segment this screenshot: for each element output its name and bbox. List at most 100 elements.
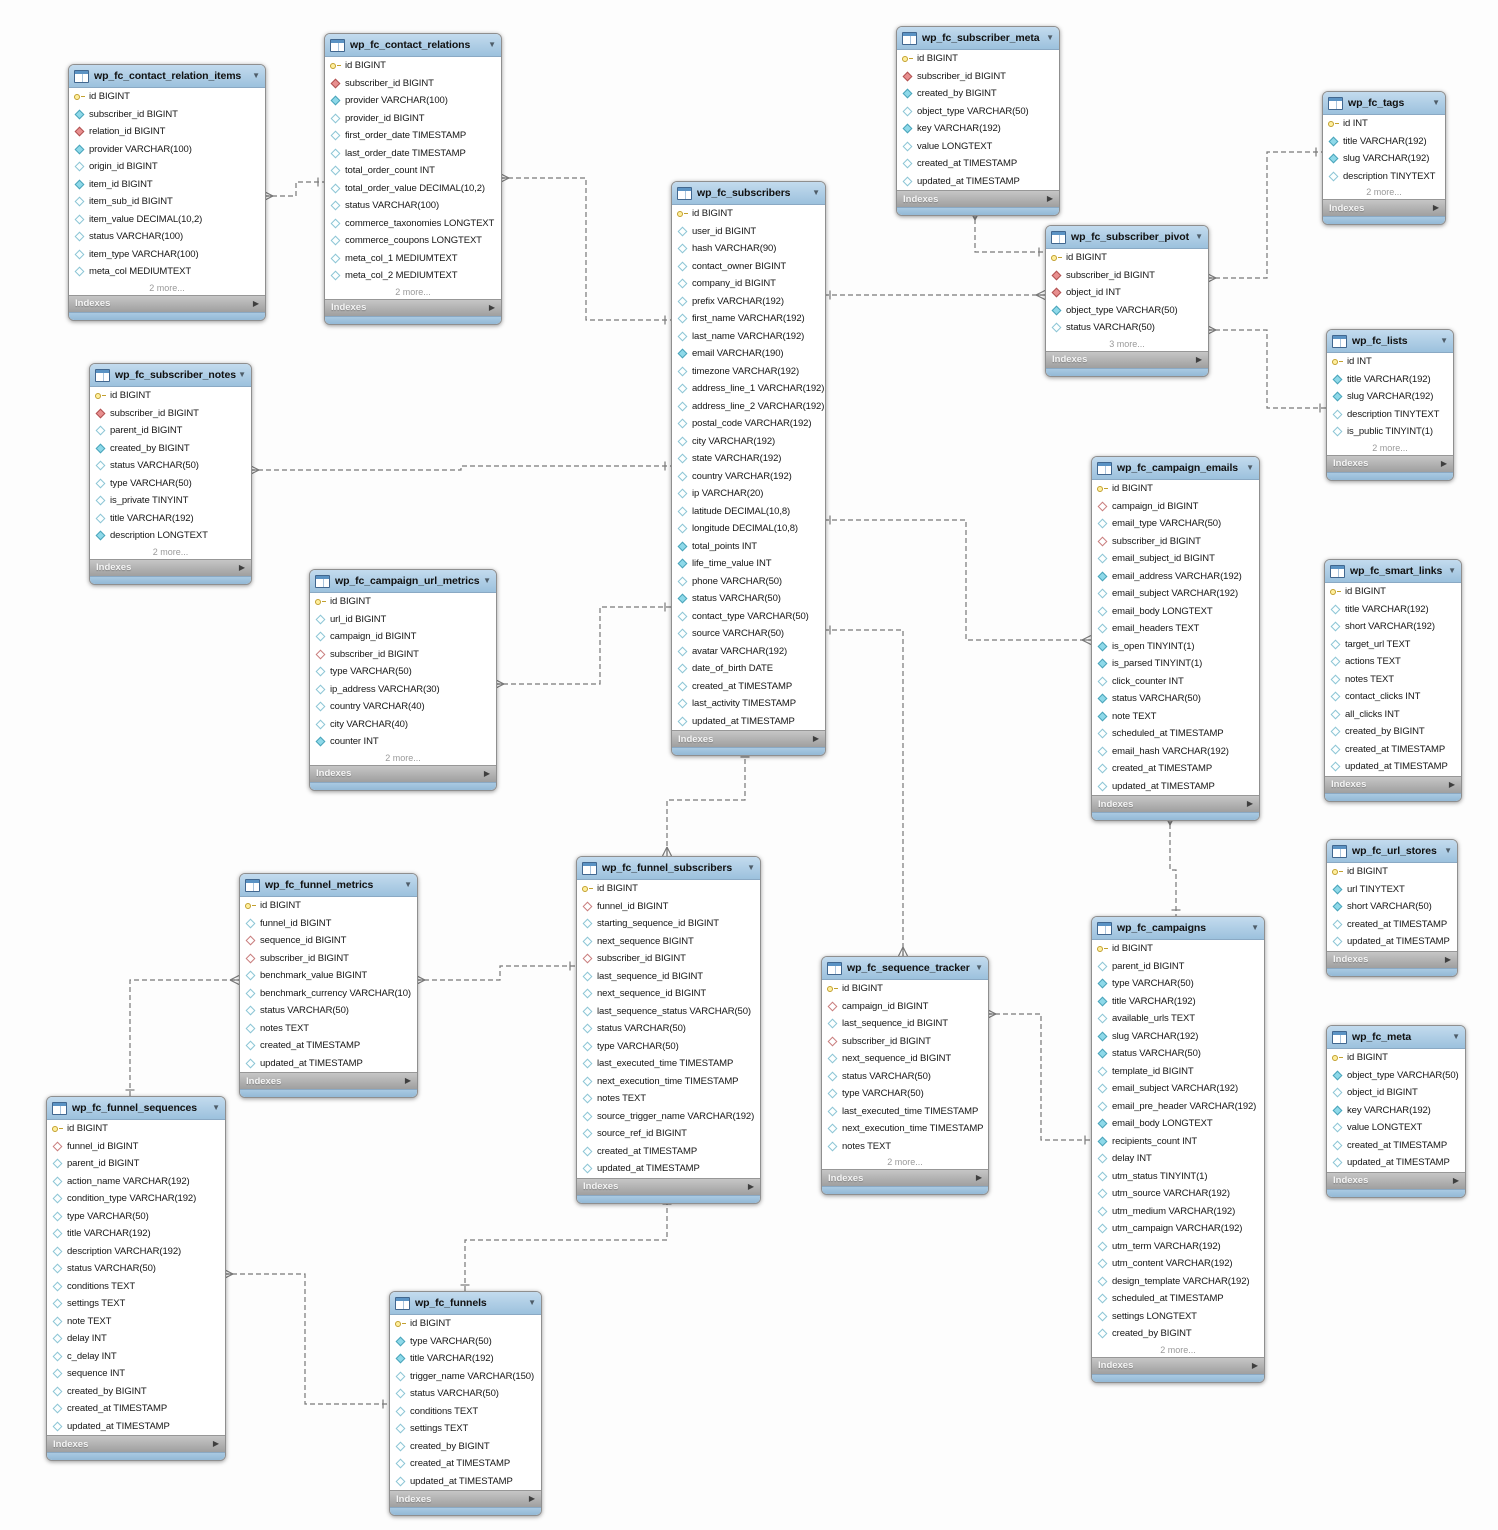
relationship-wp_fc_sequence_tracker--wp_fc_subscribers[interactable]	[824, 625, 909, 957]
column-row[interactable]: recipients_count INT	[1092, 1133, 1264, 1151]
column-row[interactable]: created_at TIMESTAMP	[1327, 1137, 1465, 1155]
column-row[interactable]: campaign_id BIGINT	[822, 998, 988, 1016]
column-row[interactable]: is_public TINYINT(1)	[1327, 423, 1453, 441]
table-header[interactable]: wp_fc_subscriber_pivot▼	[1046, 226, 1208, 249]
column-row[interactable]: email_hash VARCHAR(192)	[1092, 743, 1259, 761]
table-header[interactable]: wp_fc_funnels▼	[390, 1292, 541, 1315]
column-row[interactable]: longitude DECIMAL(10,8)	[672, 520, 825, 538]
column-row[interactable]: utm_campaign VARCHAR(192)	[1092, 1220, 1264, 1238]
table-header[interactable]: wp_fc_tags▼	[1323, 92, 1445, 115]
column-row[interactable]: target_url TEXT	[1325, 636, 1461, 654]
collapse-arrow-icon[interactable]: ▼	[1440, 336, 1448, 345]
more-columns-label[interactable]: 2 more...	[385, 752, 421, 763]
column-row[interactable]: subscriber_id BIGINT	[822, 1033, 988, 1051]
column-row[interactable]: status VARCHAR(50)	[240, 1002, 417, 1020]
relationship-wp_fc_subscribers--wp_fc_campaign_emails[interactable]	[824, 515, 1092, 646]
column-row[interactable]: settings TEXT	[390, 1420, 541, 1438]
column-row[interactable]: object_type VARCHAR(50)	[1046, 302, 1208, 320]
column-row[interactable]: sequence_id BIGINT	[240, 932, 417, 950]
column-row[interactable]: subscriber_id BIGINT	[577, 950, 760, 968]
column-row[interactable]: meta_col_2 MEDIUMTEXT	[325, 267, 501, 285]
column-row[interactable]: campaign_id BIGINT	[1092, 498, 1259, 516]
column-row[interactable]: slug VARCHAR(192)	[1323, 150, 1445, 168]
column-row[interactable]: last_sequence_id BIGINT	[822, 1015, 988, 1033]
column-row[interactable]: item_value DECIMAL(10,2)	[69, 211, 265, 229]
column-row[interactable]: type VARCHAR(50)	[390, 1333, 541, 1351]
column-row[interactable]: hash VARCHAR(90)	[672, 240, 825, 258]
column-row[interactable]: click_counter INT	[1092, 673, 1259, 691]
collapse-arrow-icon[interactable]: ▼	[1046, 33, 1054, 42]
table-header[interactable]: wp_fc_lists▼	[1327, 330, 1453, 353]
column-row[interactable]: total_order_count INT	[325, 162, 501, 180]
expand-arrow-icon[interactable]: ▶	[488, 302, 495, 312]
collapse-arrow-icon[interactable]: ▼	[1444, 846, 1452, 855]
indexes-bar[interactable]: Indexes▶	[325, 298, 501, 316]
indexes-bar[interactable]: Indexes▶	[822, 1169, 988, 1186]
collapse-arrow-icon[interactable]: ▼	[1452, 1032, 1460, 1041]
collapse-arrow-icon[interactable]: ▼	[1246, 463, 1254, 472]
column-row[interactable]: note TEXT	[1092, 708, 1259, 726]
column-row[interactable]: type VARCHAR(50)	[310, 663, 496, 681]
collapse-arrow-icon[interactable]: ▼	[1251, 923, 1259, 932]
column-row[interactable]: source_trigger_name VARCHAR(192)	[577, 1108, 760, 1126]
column-row[interactable]: utm_source VARCHAR(192)	[1092, 1185, 1264, 1203]
column-row[interactable]: last_executed_time TIMESTAMP	[822, 1103, 988, 1121]
table-header[interactable]: wp_fc_sequence_tracker▼	[822, 957, 988, 980]
column-row[interactable]: created_at TIMESTAMP	[390, 1455, 541, 1473]
column-row[interactable]: utm_status TINYINT(1)	[1092, 1168, 1264, 1186]
indexes-bar[interactable]: Indexes▶	[1092, 795, 1259, 812]
column-row[interactable]: email_address VARCHAR(192)	[1092, 568, 1259, 586]
indexes-bar[interactable]: Indexes▶	[1325, 775, 1461, 793]
column-row[interactable]: design_template VARCHAR(192)	[1092, 1273, 1264, 1291]
column-row[interactable]: description VARCHAR(192)	[47, 1243, 225, 1261]
column-row[interactable]: last_order_date TIMESTAMP	[325, 145, 501, 163]
column-row[interactable]: created_by BIGINT	[390, 1438, 541, 1456]
column-row[interactable]: ip VARCHAR(20)	[672, 485, 825, 503]
column-row[interactable]: object_type VARCHAR(50)	[897, 103, 1059, 121]
column-row[interactable]: status VARCHAR(50)	[90, 457, 251, 475]
column-row[interactable]: id BIGINT	[1327, 863, 1457, 881]
column-row[interactable]: description TINYTEXT	[1323, 168, 1445, 186]
column-row[interactable]: condition_type VARCHAR(192)	[47, 1190, 225, 1208]
column-row[interactable]: id BIGINT	[672, 205, 825, 223]
expand-arrow-icon[interactable]: ▶	[1444, 954, 1451, 964]
column-row[interactable]: email_body LONGTEXT	[1092, 1115, 1264, 1133]
column-row[interactable]: id BIGINT	[240, 897, 417, 915]
column-row[interactable]: type VARCHAR(50)	[90, 475, 251, 493]
column-row[interactable]: title VARCHAR(192)	[390, 1350, 541, 1368]
expand-arrow-icon[interactable]: ▶	[1452, 1175, 1459, 1185]
indexes-bar[interactable]: Indexes▶	[1327, 1171, 1465, 1189]
column-row[interactable]: is_open TINYINT(1)	[1092, 638, 1259, 656]
column-row[interactable]: id BIGINT	[90, 387, 251, 405]
column-row[interactable]: life_time_value INT	[672, 555, 825, 573]
column-row[interactable]: meta_col_1 MEDIUMTEXT	[325, 250, 501, 268]
indexes-bar[interactable]: Indexes▶	[897, 190, 1059, 207]
column-row[interactable]: title VARCHAR(192)	[1327, 371, 1453, 389]
more-columns-label[interactable]: 2 more...	[887, 1157, 923, 1167]
column-row[interactable]: type VARCHAR(50)	[47, 1208, 225, 1226]
column-row[interactable]: slug VARCHAR(192)	[1327, 388, 1453, 406]
relationship-wp_fc_subscribers--wp_fc_funnel_subscribers[interactable]	[661, 751, 750, 857]
indexes-bar[interactable]: Indexes▶	[1323, 199, 1445, 216]
indexes-bar[interactable]: Indexes▶	[1046, 350, 1208, 368]
column-row[interactable]: created_at TIMESTAMP	[672, 678, 825, 696]
column-row[interactable]: id BIGINT	[390, 1315, 541, 1333]
column-row[interactable]: city VARCHAR(40)	[310, 716, 496, 734]
column-row[interactable]: contact_owner BIGINT	[672, 258, 825, 276]
relationship-wp_fc_funnels--wp_fc_funnel_subscribers[interactable]	[460, 1198, 672, 1291]
column-row[interactable]: next_sequence BIGINT	[577, 933, 760, 951]
column-row[interactable]: id BIGINT	[47, 1120, 225, 1138]
column-row[interactable]: sequence INT	[47, 1365, 225, 1383]
column-row[interactable]: email_pre_header VARCHAR(192)	[1092, 1098, 1264, 1116]
column-row[interactable]: email_headers TEXT	[1092, 620, 1259, 638]
column-row[interactable]: updated_at TIMESTAMP	[1325, 758, 1461, 776]
column-row[interactable]: key VARCHAR(192)	[897, 120, 1059, 138]
table-header[interactable]: wp_fc_subscribers▼	[672, 182, 825, 205]
